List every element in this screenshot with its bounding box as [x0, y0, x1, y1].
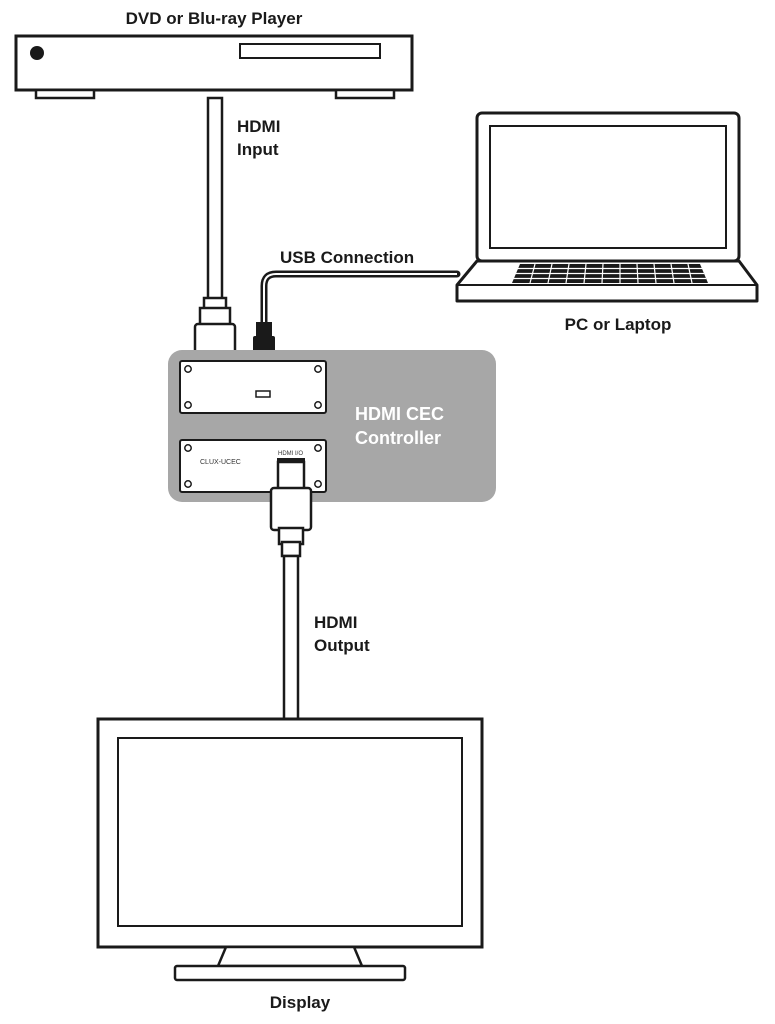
power-button-icon: [30, 46, 44, 60]
hdmi-input-label-line1: HDMI: [237, 117, 280, 136]
display-stand: [216, 945, 364, 968]
player-foot-right: [334, 88, 396, 100]
dvd-player: [14, 34, 414, 100]
controller-label-line1: HDMI CEC: [355, 404, 444, 424]
controller-label-line2: Controller: [355, 428, 441, 448]
pc-laptop-label: PC or Laptop: [565, 315, 672, 334]
hdmi-input-label-line2: Input: [237, 140, 279, 159]
panel-port-text: HDMI I/O: [278, 451, 303, 457]
mini-usb-port-icon: [255, 390, 271, 398]
hdmi-cec-controller: CLUX-UCEC HDMI I/O: [168, 350, 496, 502]
usb-plug: [256, 322, 272, 336]
disc-tray: [239, 43, 381, 59]
display-label: Display: [270, 993, 331, 1012]
display-screen: [117, 737, 463, 927]
hdmi-output-label-line2: Output: [314, 636, 370, 655]
laptop-screen: [489, 125, 727, 249]
dvd-player-label: DVD or Blu-ray Player: [126, 9, 303, 28]
usb-connection-label: USB Connection: [280, 248, 414, 267]
hdmi-input-cable: [193, 96, 237, 394]
laptop: [455, 111, 759, 303]
hdmi-output-label-line1: HDMI: [314, 613, 357, 632]
display-base: [173, 964, 407, 982]
display-monitor: [96, 717, 484, 982]
panel-model-text: CLUX-UCEC: [200, 459, 241, 466]
controller-top-panel: [179, 360, 327, 414]
hdmi-output-cable: [269, 460, 313, 722]
player-foot-left: [34, 88, 96, 100]
